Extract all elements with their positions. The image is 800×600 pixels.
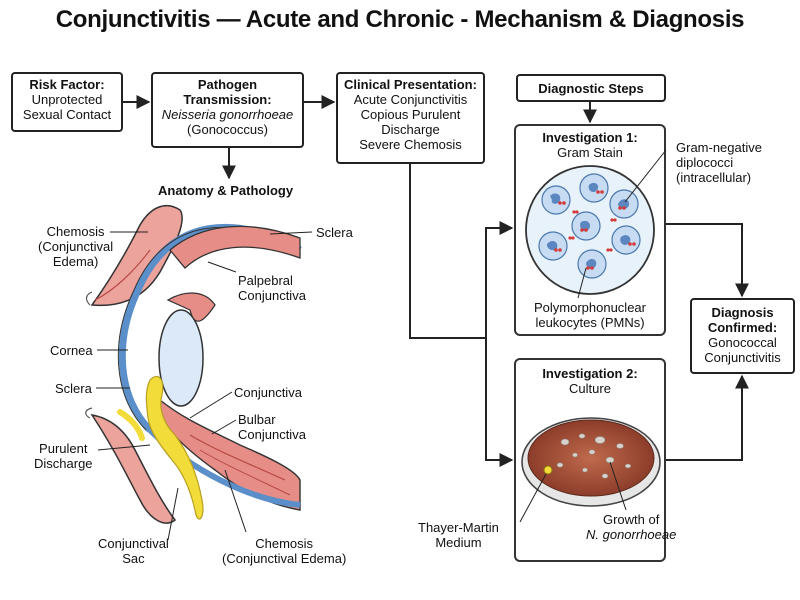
clinical-line-4: Severe Chemosis bbox=[359, 137, 462, 152]
label-chemosis-top: Chemosis (Conjunctival Edema) bbox=[38, 224, 114, 269]
risk-factor-line-1: Unprotected bbox=[31, 92, 103, 107]
label-thayer-martin-medium: Thayer-Martin Medium bbox=[418, 520, 499, 550]
leader-palpebral bbox=[207, 261, 237, 273]
page-title: Conjunctivitis — Acute and Chronic - Mec… bbox=[55, 6, 745, 33]
pathogen-box: Pathogen Transmission: Neisseria gonorrh… bbox=[151, 72, 304, 148]
risk-factor-box: Risk Factor: Unprotected Sexual Contact bbox=[11, 72, 123, 132]
leader-medium bbox=[519, 473, 547, 523]
arrow-to-investigation-1 bbox=[485, 221, 514, 338]
bacterial-colonies bbox=[556, 433, 632, 479]
pathogen-organism: Neisseria gonorrhoeae bbox=[161, 107, 294, 122]
eye-anatomy-illustration bbox=[85, 204, 302, 524]
palpebral-conjunctiva bbox=[169, 225, 301, 269]
label-sclera-top: Sclera bbox=[316, 225, 353, 240]
pathogen-common-name: (Gonococcus) bbox=[187, 122, 268, 137]
thayer-martin-marker bbox=[543, 465, 553, 475]
label-chemosis-bottom: Chemosis (Conjunctival Edema) bbox=[222, 536, 347, 566]
cornea-lens bbox=[158, 309, 204, 407]
leader-sclera-top bbox=[269, 231, 313, 235]
leader-growth bbox=[609, 461, 627, 511]
culture-petri-dish bbox=[519, 417, 661, 523]
label-purulent-discharge: Purulent Discharge bbox=[34, 441, 93, 471]
label-conjunctiva: Conjunctiva bbox=[234, 385, 302, 400]
leader-sac bbox=[167, 487, 179, 541]
clinical-line-1: Acute Conjunctivitis bbox=[353, 92, 468, 107]
leader-bulbar bbox=[211, 419, 237, 435]
diagnosis-heading-2: Confirmed: bbox=[707, 320, 778, 335]
label-cornea: Cornea bbox=[50, 343, 93, 358]
label-bulbar-conjunctiva: Bulbar Conjunctiva bbox=[238, 412, 306, 442]
diagnostic-steps-box: Diagnostic Steps bbox=[516, 74, 666, 102]
leader-diplococci bbox=[624, 149, 667, 203]
arrow-clinical-to-investigations bbox=[409, 164, 486, 339]
clinical-heading: Clinical Presentation: bbox=[344, 77, 477, 92]
arrow-investigation-2-to-diagnosis bbox=[666, 374, 749, 461]
label-diplococci: Gram-negative diplococci (intracellular) bbox=[676, 140, 762, 185]
diagnosis-box: Diagnosis Confirmed: Gonococcal Conjunct… bbox=[690, 298, 795, 374]
arrow-to-investigation-2 bbox=[485, 338, 514, 467]
leader-purulent bbox=[97, 444, 151, 451]
clinical-presentation-box: Clinical Presentation: Acute Conjunctivi… bbox=[336, 72, 485, 164]
diagnostic-steps-label: Diagnostic Steps bbox=[538, 81, 644, 96]
investigation-1-heading: Investigation 1: Gram Stain bbox=[542, 130, 638, 160]
pathogen-heading: Pathogen Transmission: bbox=[183, 77, 272, 107]
investigation-2-heading: Investigation 2: Culture bbox=[542, 366, 638, 396]
gram-stain-slide bbox=[525, 149, 667, 299]
clinical-line-3: Discharge bbox=[381, 122, 440, 137]
label-growth: Growth of N. gonorrhoeae bbox=[586, 512, 677, 542]
diagnosis-heading-1: Diagnosis bbox=[711, 305, 774, 320]
leader-conjunctiva bbox=[189, 391, 233, 419]
risk-factor-line-2: Sexual Contact bbox=[22, 107, 112, 122]
diplococci bbox=[554, 190, 636, 270]
label-conjunctival-sac: Conjunctival Sac bbox=[98, 536, 169, 566]
arrow-investigation-1-to-diagnosis bbox=[666, 223, 749, 298]
clinical-line-2: Copious Purulent bbox=[360, 107, 461, 122]
pmn-cells bbox=[538, 173, 641, 279]
anatomy-heading: Anatomy & Pathology bbox=[158, 183, 294, 198]
diagnosis-line-2: Conjunctivitis bbox=[704, 350, 781, 365]
lower-eyelid bbox=[90, 413, 177, 524]
diagnosis-line-1: Gonococcal bbox=[708, 335, 777, 350]
label-palpebral-conjunctiva: Palpebral Conjunctiva bbox=[238, 273, 306, 303]
leader-chemosis-bottom bbox=[224, 469, 247, 533]
label-pmn: Polymorphonuclear leukocytes (PMNs) bbox=[533, 300, 646, 330]
purulent-discharge bbox=[145, 375, 204, 520]
upper-eyelid-chemosis bbox=[90, 204, 183, 307]
leader-pmn bbox=[577, 267, 587, 299]
label-sclera-mid: Sclera bbox=[55, 381, 92, 396]
risk-factor-heading: Risk Factor: bbox=[29, 77, 105, 92]
inner-conjunctiva bbox=[166, 292, 216, 322]
